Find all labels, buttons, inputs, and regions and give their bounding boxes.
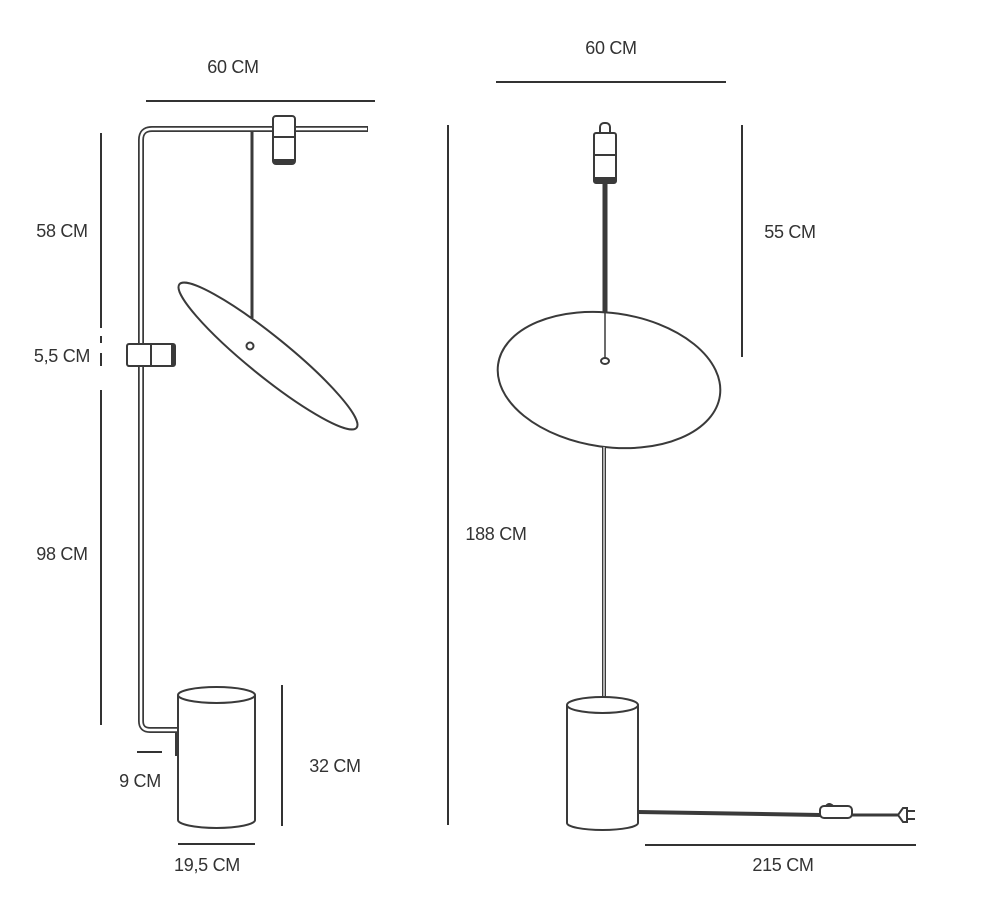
disc-hole bbox=[245, 341, 255, 351]
base-diameter-label: 19,5 CM bbox=[174, 855, 240, 875]
base-cylinder-front bbox=[566, 696, 639, 831]
front-width-label: 60 CM bbox=[585, 38, 637, 58]
height-clamp bbox=[126, 343, 176, 367]
base-cylinder-side bbox=[175, 686, 256, 829]
power-cord bbox=[637, 810, 821, 817]
cable-length-label: 215 CM bbox=[752, 855, 813, 875]
side-width-label: 60 CM bbox=[207, 57, 259, 77]
upper-height-label: 58 CM bbox=[36, 221, 88, 241]
drop-label: 55 CM bbox=[764, 222, 816, 242]
side-view: 60 CM 58 CM 5,5 CM 98 CM bbox=[34, 57, 375, 875]
reflector-disc-side bbox=[177, 281, 359, 431]
light-socket-side bbox=[272, 115, 296, 165]
inline-switch bbox=[819, 803, 853, 819]
lower-height-label: 98 CM bbox=[36, 544, 88, 564]
disc-hole-front bbox=[600, 357, 610, 365]
front-view: 60 CM 55 CM 188 CM bbox=[447, 38, 916, 875]
plug-icon bbox=[896, 807, 915, 823]
total-height-label: 188 CM bbox=[465, 524, 526, 544]
offset-label: 9 CM bbox=[119, 771, 161, 791]
lamp-arm-rod bbox=[138, 126, 368, 733]
light-socket-front bbox=[593, 122, 617, 184]
clamp-label: 5,5 CM bbox=[34, 346, 90, 366]
lamp-arm-rod-inner bbox=[139, 127, 367, 732]
base-height-label: 32 CM bbox=[309, 756, 361, 776]
reflector-disc-front bbox=[496, 310, 722, 450]
